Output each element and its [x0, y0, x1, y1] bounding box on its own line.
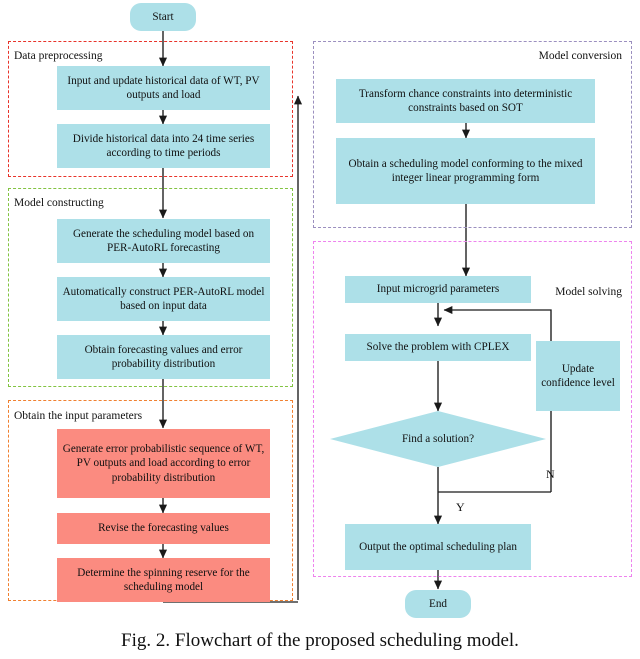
process-determine-spinning-reserve[interactable]: Determine the spinning reserve for the s… — [57, 558, 270, 602]
process-construct-per-autorl-model[interactable]: Automatically construct PER-AutoRL model… — [57, 277, 270, 321]
process-divide-historical-data[interactable]: Divide historical data into 24 time seri… — [57, 124, 270, 168]
edge-label-yes: Y — [456, 500, 465, 514]
process-input-microgrid-parameters[interactable]: Input microgrid parameters — [345, 276, 531, 303]
decision-find-a-solution[interactable]: Find a solution? — [330, 411, 546, 467]
process-obtain-milp-model[interactable]: Obtain a scheduling model conforming to … — [336, 138, 595, 204]
process-update-confidence-level[interactable]: Update confidence level — [536, 341, 620, 411]
process-obtain-forecasting-values[interactable]: Obtain forecasting values and error prob… — [57, 335, 270, 379]
process-transform-chance-constraints[interactable]: Transform chance constraints into determ… — [336, 79, 595, 123]
group-label-model-constructing: Model constructing — [14, 197, 104, 209]
group-model-conversion — [313, 41, 632, 228]
process-revise-forecasting-values[interactable]: Revise the forecasting values — [57, 513, 270, 544]
group-model-constructing — [8, 188, 293, 387]
group-label-model-solving: Model solving — [555, 286, 622, 298]
terminator-start[interactable]: Start — [130, 3, 196, 31]
group-label-obtain-input-parameters: Obtain the input parameters — [14, 410, 143, 422]
decision-label: Find a solution? — [401, 433, 475, 445]
process-output-optimal-plan[interactable]: Output the optimal scheduling plan — [345, 524, 531, 570]
terminator-end[interactable]: End — [405, 590, 471, 618]
diamond-shape — [330, 411, 546, 467]
group-data-preprocessing — [8, 41, 293, 177]
figure-caption: Fig. 2. Flowchart of the proposed schedu… — [121, 630, 519, 651]
process-generate-error-sequence[interactable]: Generate error probabilistic sequence of… — [57, 429, 270, 498]
group-label-model-conversion: Model conversion — [538, 50, 622, 62]
group-label-data-preprocessing: Data preprocessing — [14, 50, 103, 62]
process-input-historical-data[interactable]: Input and update historical data of WT, … — [57, 66, 270, 110]
group-model-solving — [313, 241, 632, 577]
process-solve-with-cplex[interactable]: Solve the problem with CPLEX — [345, 334, 531, 361]
edge-label-no: N — [546, 467, 555, 481]
process-generate-scheduling-model[interactable]: Generate the scheduling model based on P… — [57, 219, 270, 263]
